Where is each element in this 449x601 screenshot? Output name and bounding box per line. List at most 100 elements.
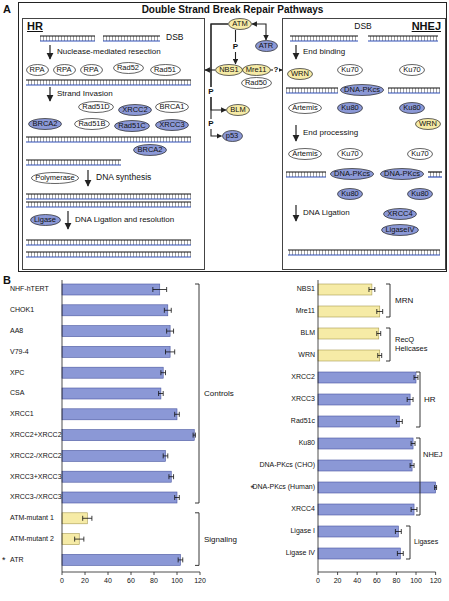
error-bar (175, 497, 180, 498)
error-bar (163, 455, 168, 456)
axis-tick (416, 572, 417, 575)
dna-strand (288, 254, 440, 255)
dna-strand (368, 40, 438, 41)
protein-ellipse: Ku80 (337, 102, 363, 114)
step-label: DSB (354, 22, 371, 32)
asterisk-mark: * (2, 555, 6, 565)
protein-ellipse: Rad50 (241, 77, 272, 89)
error-bar (407, 399, 413, 400)
protein-name: Rad51C (114, 120, 150, 132)
dna-rungs (26, 202, 191, 207)
viability-bar (318, 372, 416, 383)
viability-bar (62, 471, 171, 482)
step-label: DSB (166, 33, 183, 43)
category-label: CHOK1 (10, 306, 34, 314)
group-label: Ligases (414, 538, 438, 546)
dna-strand (286, 87, 338, 88)
protein-ellipse: Ku80 (407, 188, 433, 200)
category-label: XRCC4 (291, 505, 315, 513)
error-cap (168, 474, 169, 479)
error-bar (369, 289, 375, 290)
dna-strand (40, 35, 95, 36)
ellipse-shape (79, 102, 114, 113)
protein-ellipse: Polymerase (31, 172, 79, 184)
axis-tick (108, 572, 109, 575)
error-cap (179, 412, 180, 417)
ellipse-shape (331, 169, 374, 180)
protein-ellipse: DNA-PKcs (380, 168, 424, 180)
dna-strand (26, 79, 191, 80)
error-cap (407, 397, 408, 402)
error-cap (395, 529, 396, 534)
panel-letter: A (3, 3, 11, 16)
ellipse-shape (222, 131, 242, 142)
panel-heading: Double Strand Break Repair Pathways (19, 3, 446, 17)
error-cap (166, 287, 167, 292)
error-cap (410, 463, 411, 468)
asterisk-mark: * (250, 483, 254, 493)
dna-strand (286, 92, 338, 93)
tick-label: 40 (353, 577, 361, 585)
ellipse-shape (80, 65, 102, 76)
edge-label: P (207, 87, 214, 96)
category-label: V79-4 (10, 348, 29, 356)
group-label: RecQ Helicases (395, 336, 439, 353)
dna-strand (428, 171, 442, 172)
protein-ellipse: BRCA2 (133, 144, 167, 156)
step-arrow (295, 205, 296, 221)
dna-strand (388, 87, 440, 88)
error-bar (83, 518, 92, 519)
ellipse-shape (416, 119, 441, 130)
protein-ellipse: WRN (415, 118, 441, 130)
step-arrow (67, 211, 68, 229)
protein-ellipse: Artemis (288, 148, 322, 160)
protein-name: Rad51 (150, 64, 181, 76)
ellipse-shape (134, 145, 167, 156)
protein-name: ATM (228, 18, 252, 30)
error-cap (165, 370, 166, 375)
category-label: BLM (301, 329, 315, 337)
protein-name: Rad51B (74, 118, 110, 130)
error-cap (166, 329, 167, 334)
category-label: XRCC3 (291, 395, 315, 403)
protein-ellipse: Ligase (30, 214, 61, 226)
category-label: NHF-hTERT (10, 285, 49, 293)
dna-strand (290, 35, 358, 36)
protein-name: BRCA1 (155, 101, 189, 113)
dna-rungs (288, 250, 440, 255)
error-cap (195, 433, 196, 438)
protein-name: ATR (255, 40, 278, 52)
protein-ellipse: RPA (26, 64, 49, 76)
ellipse-shape (400, 103, 425, 114)
dna-strand (26, 244, 191, 245)
protein-ellipse: XRCC4 (383, 208, 417, 220)
dna-strand (428, 176, 442, 177)
category-label: Ligase I (290, 527, 315, 535)
tick-label: 20 (81, 577, 89, 585)
tick-label: 60 (127, 577, 135, 585)
pathway-arrow (205, 69, 215, 70)
category-label: ATM-mutant 2 (10, 535, 54, 543)
dna-rungs (26, 194, 191, 199)
viability-bar (62, 367, 163, 378)
error-cap (413, 397, 414, 402)
dna-strand (103, 35, 160, 36)
error-bar (377, 311, 383, 312)
error-bar (411, 509, 417, 510)
category-label: NBS1 (297, 285, 315, 293)
protein-name: BLM (226, 104, 250, 116)
ellipse-shape (338, 189, 363, 200)
ellipse-shape (381, 169, 424, 180)
step-label: DNA Ligation and resolution (75, 215, 174, 224)
protein-name: Ku70 (337, 148, 363, 160)
error-cap (74, 537, 75, 542)
axis-tick (177, 572, 178, 575)
error-bar (414, 377, 418, 378)
protein-ellipse: Ku70 (399, 64, 425, 76)
protein-name: WRN (415, 118, 441, 130)
step-label: Nuclease-mediated resection (57, 47, 161, 56)
ellipse-shape (338, 65, 363, 76)
dna-rungs (103, 36, 160, 41)
protein-name: Ku80 (337, 188, 363, 200)
group-bracket (386, 284, 390, 317)
